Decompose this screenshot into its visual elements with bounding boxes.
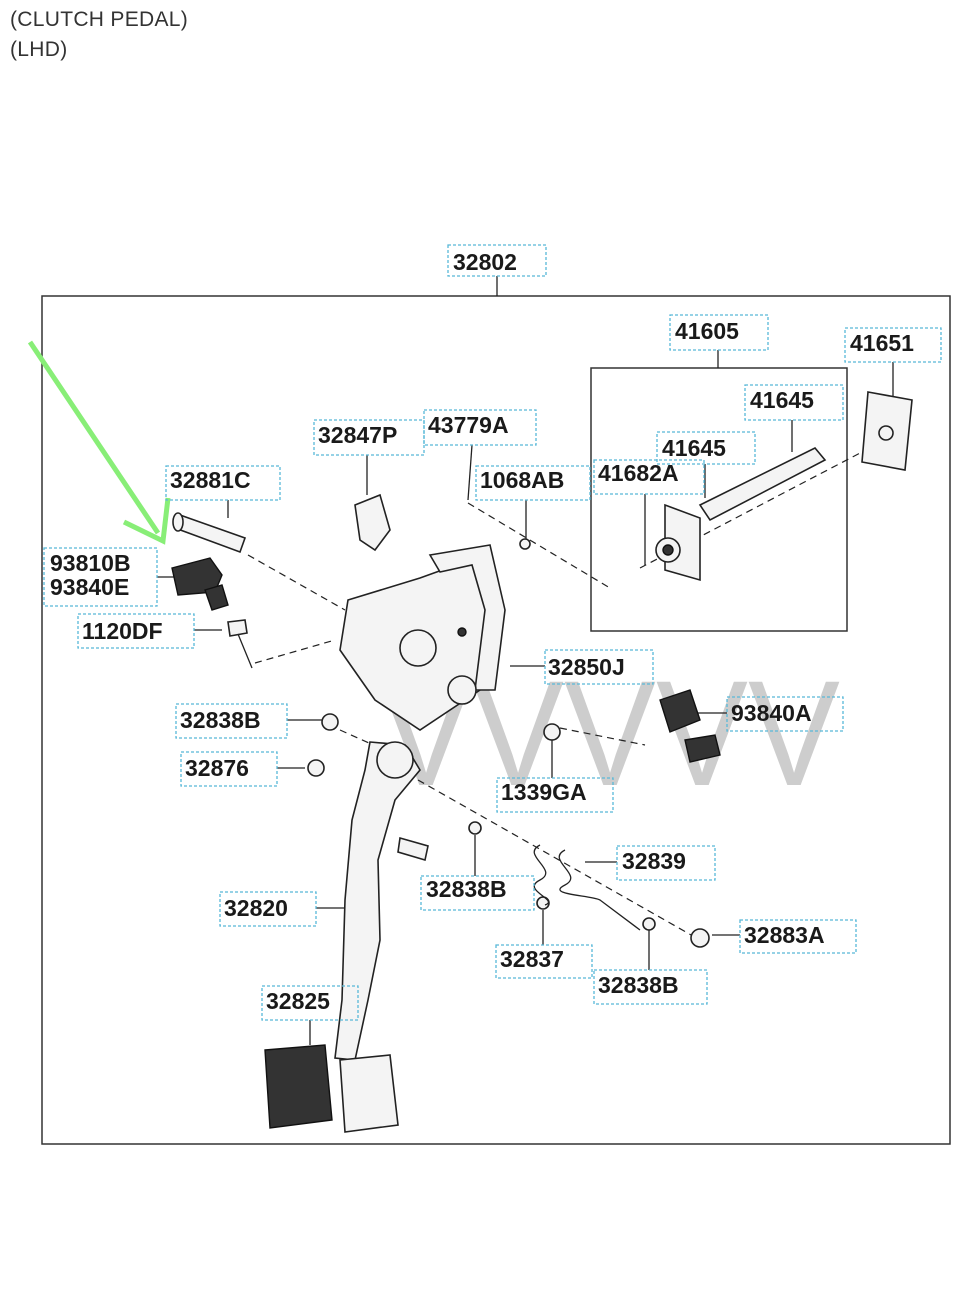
switch-93840A [659, 689, 721, 763]
pedal-pad-rubber [264, 1044, 333, 1129]
part-label-32839: 32839 [622, 848, 686, 874]
diagram-subtitle: (LHD) [10, 38, 68, 61]
part-label-93810B: 93810B [50, 550, 131, 576]
part-label-32838B-lower: 32838B [598, 972, 679, 998]
part-label-43779A: 43779A [428, 412, 509, 438]
part-label-1068AB: 1068AB [480, 467, 564, 493]
bracket-piece [354, 493, 391, 552]
part-label-32876: 32876 [185, 755, 249, 781]
part-label-1339GA: 1339GA [501, 779, 587, 805]
pedal-bracket [339, 544, 506, 731]
part-label-1120DF: 1120DF [82, 618, 163, 644]
pedal-arm [334, 741, 429, 1061]
part-label-32850J: 32850J [548, 654, 625, 680]
leader-lines [157, 276, 894, 1045]
part-label-41645-upper: 41645 [750, 387, 814, 413]
master-cylinder-rod [655, 447, 827, 582]
assembly-frame [41, 295, 951, 1145]
part-labels: 32802 41605 41651 41645 41645 41682A 328… [43, 244, 942, 1021]
pointer-arrow-icon [27, 340, 171, 545]
part-label-41605: 41605 [675, 318, 739, 344]
pin-bolt [172, 512, 247, 554]
bushing-parts [307, 538, 710, 948]
part-label-32847P: 32847P [318, 422, 397, 448]
pedal-pad [339, 1054, 399, 1133]
part-label-32802: 32802 [453, 249, 517, 275]
part-label-32883A: 32883A [744, 922, 825, 948]
part-label-93840A: 93840A [731, 700, 812, 726]
part-label-41651: 41651 [850, 330, 914, 356]
part-label-32837: 32837 [500, 946, 564, 972]
part-label-41645-lower: 41645 [662, 435, 726, 461]
bolt [227, 619, 253, 669]
part-label-32881C: 32881C [170, 467, 251, 493]
part-label-93840E: 93840E [50, 574, 129, 600]
bracket-plate [861, 391, 913, 471]
clutch-switch [171, 557, 229, 611]
part-label-32825: 32825 [266, 988, 330, 1014]
part-label-32820: 32820 [224, 895, 288, 921]
part-label-41682A: 41682A [598, 460, 679, 486]
part-label-32838B-upper: 32838B [180, 707, 261, 733]
diagram-title: (CLUTCH PEDAL) [10, 8, 189, 31]
subassembly-frame [590, 367, 848, 632]
return-spring [533, 844, 641, 931]
part-label-32838B-middle: 32838B [426, 876, 507, 902]
